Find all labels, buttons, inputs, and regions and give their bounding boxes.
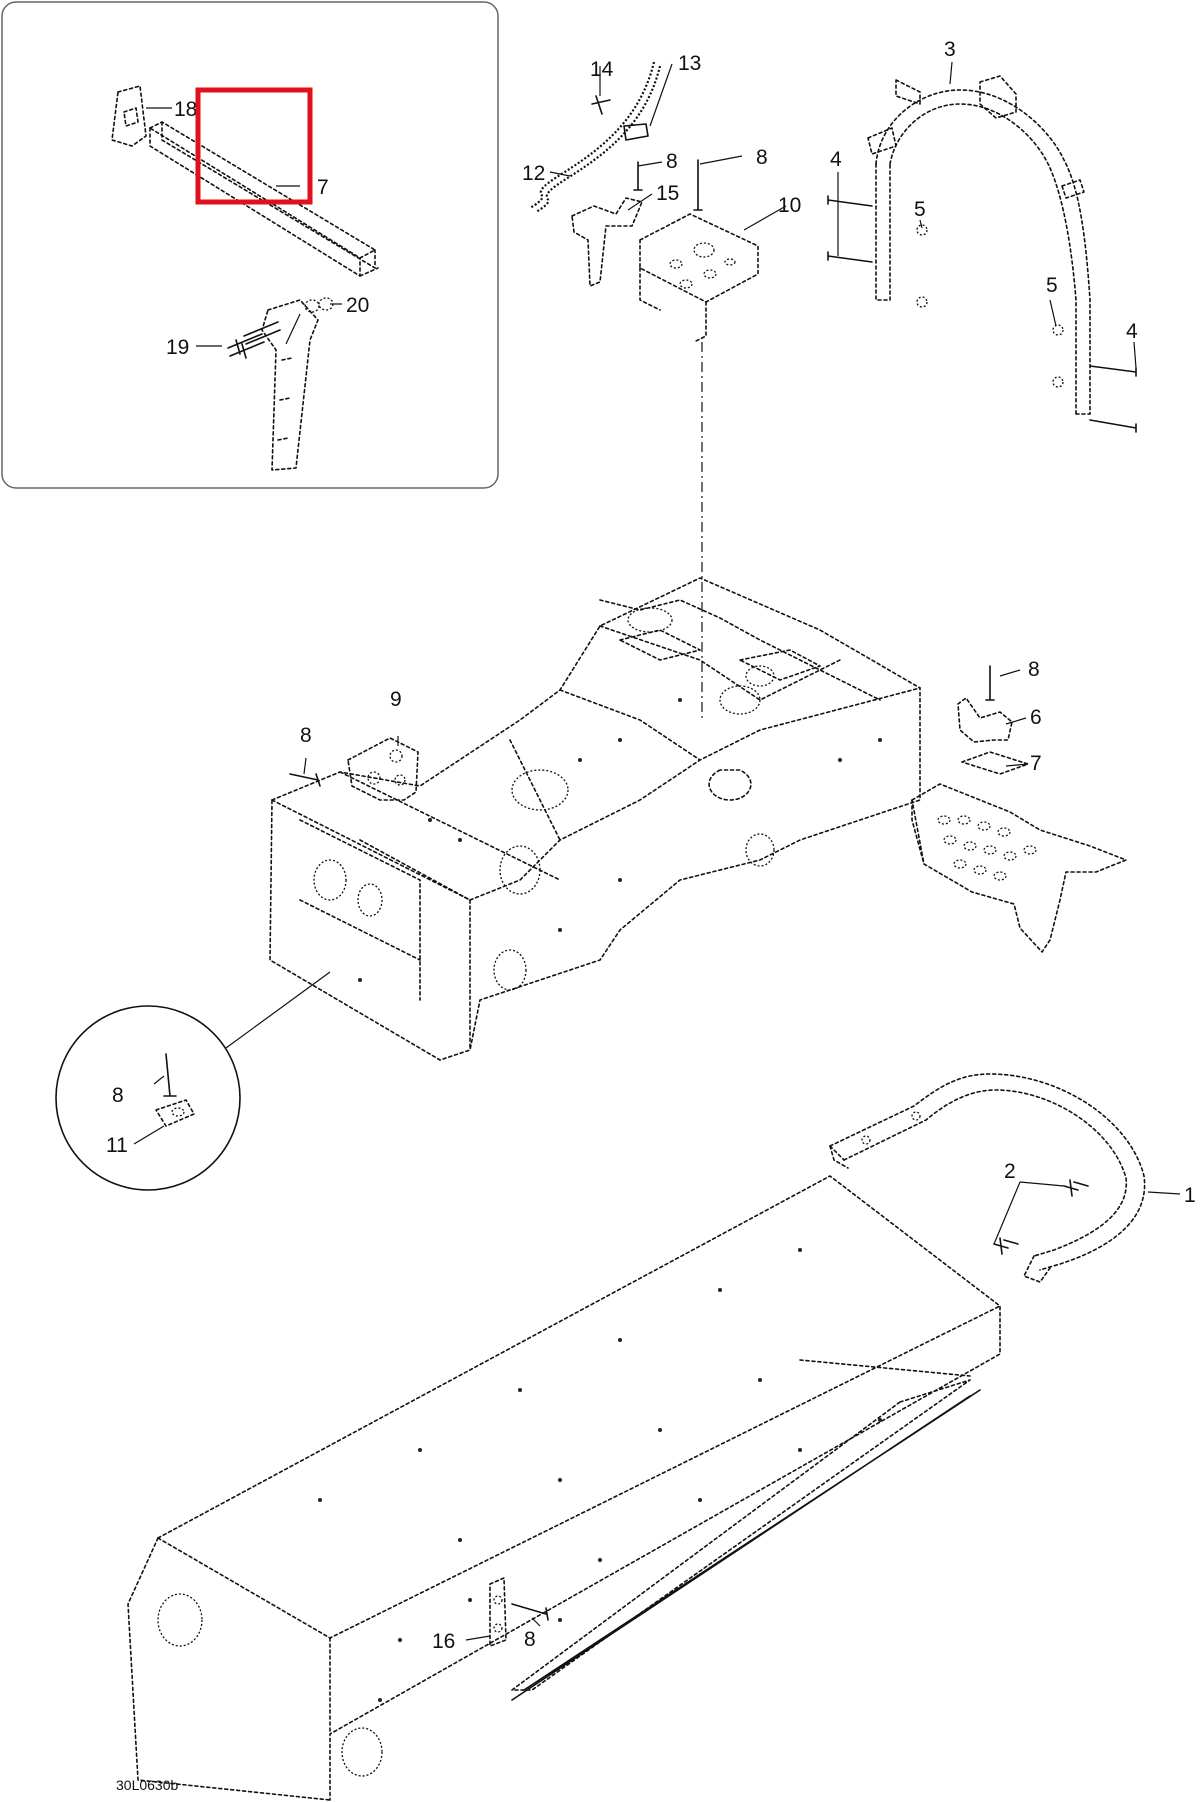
part-5-nuts [916,224,1064,388]
callout-8-top-left: 8 [666,150,678,173]
rivet-8-detail [163,1053,177,1097]
part-11-washer [155,1099,195,1127]
callout-6: 6 [1030,706,1042,729]
callout-12: 12 [522,162,545,185]
callout-20: 20 [346,294,369,317]
callout-8-detail: 8 [112,1084,124,1107]
rivet-8-tunnel [511,1603,549,1621]
inset-frame [1,1,499,489]
callout-7-inset: 7 [317,176,329,199]
part-18-bracket [111,85,147,147]
callout-1: 1 [1184,1184,1196,1207]
callout-16: 16 [432,1630,455,1653]
part-2-bolts [993,1179,1089,1255]
chassis-frame [269,577,921,1061]
callout-13: 13 [678,52,701,75]
part-4-bolts [827,195,1137,433]
callout-19: 19 [166,336,189,359]
part-7-channel [149,121,379,277]
rivet-8-right-bracket [985,665,995,701]
part-3-hoop [867,75,1091,415]
diagram-code: 30L0630b [116,1777,179,1793]
callout-8-top-right: 8 [756,146,768,169]
callout-11: 11 [106,1134,128,1157]
part-16-bracket [489,1577,507,1647]
inset-detail: 18 7 20 19 [1,1,499,489]
part-12-cable [529,61,662,213]
part-6-bracket [957,697,1013,743]
callout-4-right: 4 [1126,320,1138,343]
detail-circle [55,971,331,1191]
rear-post-detail [261,299,319,471]
callout-8-tunnel: 8 [524,1628,536,1651]
callout-15: 15 [656,182,679,205]
callout-8-left: 8 [300,724,312,747]
rivet-8-top-left [633,161,643,191]
callout-18: 18 [174,98,197,121]
part-9-bracket [347,737,419,801]
callout-8-right: 8 [1028,658,1040,681]
part-1-grab-handle [829,1073,1146,1283]
part-15-bracket [571,197,643,287]
part-7-pad [961,751,1029,775]
callout-9: 9 [390,688,402,711]
part-13-clamp [623,123,649,141]
part-19-bolts [227,321,281,359]
rivet-8-left-frame [289,773,321,787]
callout-2: 2 [1004,1160,1016,1183]
highlight-box [195,87,313,205]
callout-4-left: 4 [830,148,842,171]
part-10-plate [639,213,759,343]
callout-5-right: 5 [1046,274,1058,297]
tunnel-assembly [127,1175,1001,1801]
callout-14: 14 [590,58,614,81]
callout-7: 7 [1030,752,1042,775]
rear-skid-plate [911,783,1127,953]
callout-10: 10 [778,194,801,217]
part-14-clip [591,95,611,115]
part-20-washers [304,297,334,313]
callout-3: 3 [944,38,956,61]
rivet-8-top-right [693,159,703,211]
callout-5-left: 5 [914,198,926,221]
